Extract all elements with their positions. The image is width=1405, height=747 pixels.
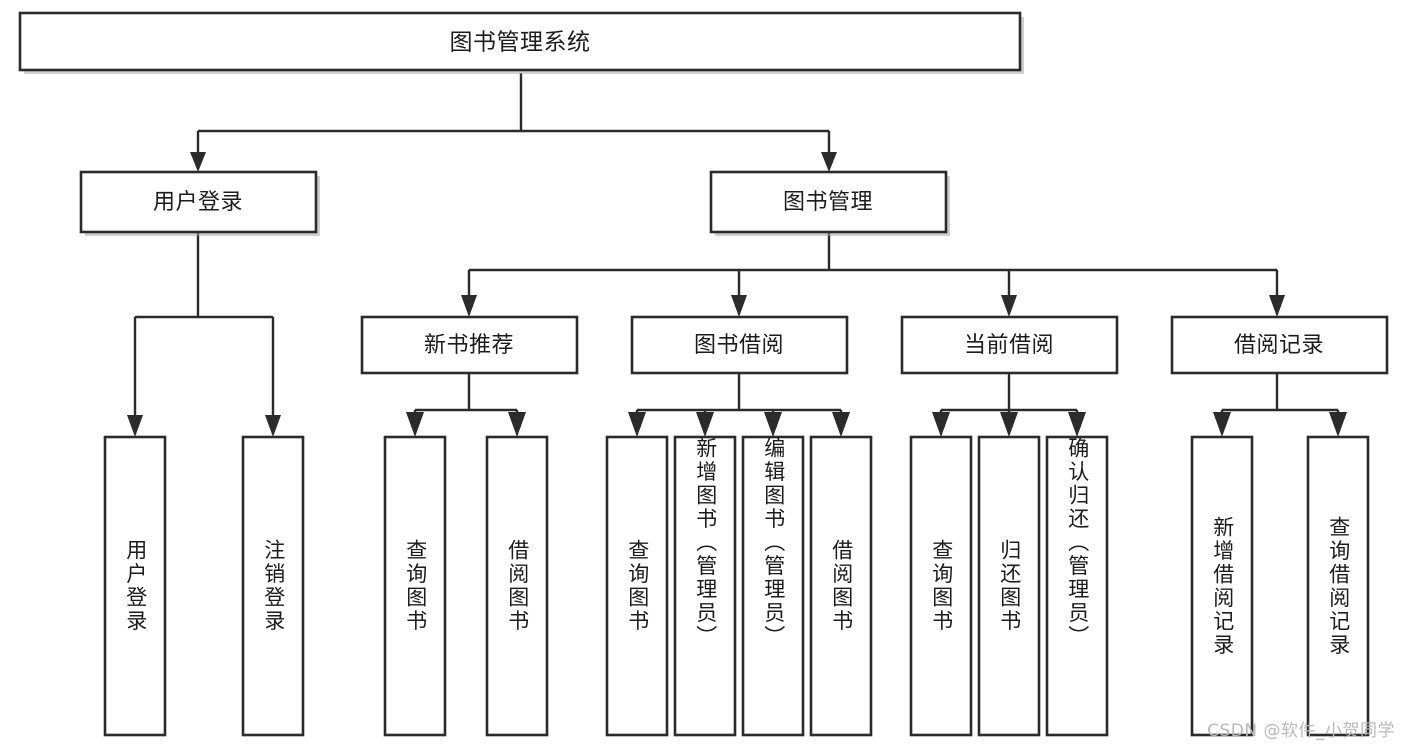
leaf-box-new-book-0[interactable] (383, 435, 447, 737)
node-root-label: 图书管理系统 (450, 30, 591, 56)
arrow-to-book-manage (821, 152, 837, 172)
node-book-manage-label: 图书管理 (783, 190, 873, 215)
leaf-box-current-borrow-0[interactable] (909, 435, 973, 737)
arrow-to-user-login (190, 152, 206, 172)
leaf-box-user-login-1[interactable] (241, 435, 305, 737)
leaf-box-current-borrow-1[interactable] (977, 435, 1041, 737)
leaf-box-borrow-record-1[interactable] (1306, 435, 1370, 737)
node-current-borrow-label: 当前借阅 (964, 333, 1054, 358)
node-user-login-label: 用户登录 (153, 190, 243, 215)
arrow-to-book-borrow (731, 295, 747, 317)
node-new-book-box[interactable] (360, 315, 579, 375)
node-layer: 图书管理系统 用户登录 图书管理 新书推荐 图书借阅 当前借阅 借阅记录 (18, 11, 1389, 737)
arrow-leaf-borrow-record-2 (1329, 412, 1347, 437)
csdn-watermark: CSDN @软件_小贺同学 (1207, 721, 1395, 741)
node-new-book-label: 新书推荐 (424, 333, 514, 358)
node-current-borrow-box[interactable] (900, 315, 1119, 375)
arrow-leaf-current-borrow-1 (932, 412, 950, 437)
arrow-leaf-new-book-1 (406, 412, 424, 437)
arrow-leaf-user-login-1 (127, 415, 143, 437)
arrow-leaf-current-borrow-3 (1068, 412, 1086, 437)
node-book-manage-box[interactable] (709, 170, 948, 234)
node-book-borrow-label: 图书借阅 (694, 333, 784, 358)
leaf-box-book-borrow-1[interactable] (673, 435, 737, 737)
node-user-login-box[interactable] (79, 170, 318, 234)
connector-layer (127, 73, 1347, 437)
arrow-leaf-user-login-2 (265, 415, 281, 437)
arrow-to-new-book (461, 295, 477, 317)
leaf-box-new-book-1[interactable] (485, 435, 549, 737)
arrow-leaf-current-borrow-2 (1000, 412, 1018, 437)
arrow-leaf-borrow-record-1 (1213, 412, 1231, 437)
node-root-box[interactable] (18, 11, 1022, 72)
leaf-box-current-borrow-2[interactable] (1045, 435, 1109, 737)
node-book-borrow-box[interactable] (630, 315, 849, 375)
arrow-to-borrow-record (1269, 295, 1285, 317)
node-borrow-record-label: 借阅记录 (1234, 333, 1324, 358)
arrow-leaf-new-book-2 (508, 412, 526, 437)
arrow-leaf-book-borrow-4 (832, 412, 850, 437)
leaf-box-borrow-record-0[interactable] (1190, 435, 1254, 737)
arrow-leaf-book-borrow-1 (628, 412, 646, 437)
leaf-box-book-borrow-2[interactable] (741, 435, 805, 737)
leaf-box-book-borrow-0[interactable] (605, 435, 669, 737)
arrow-to-current-borrow (1001, 295, 1017, 317)
leaf-box-user-login-0[interactable] (103, 435, 167, 737)
node-borrow-record-box[interactable] (1170, 315, 1389, 375)
arrow-leaf-book-borrow-2 (696, 412, 714, 437)
arrow-leaf-book-borrow-3 (764, 412, 782, 437)
leaf-box-book-borrow-3[interactable] (809, 435, 873, 737)
